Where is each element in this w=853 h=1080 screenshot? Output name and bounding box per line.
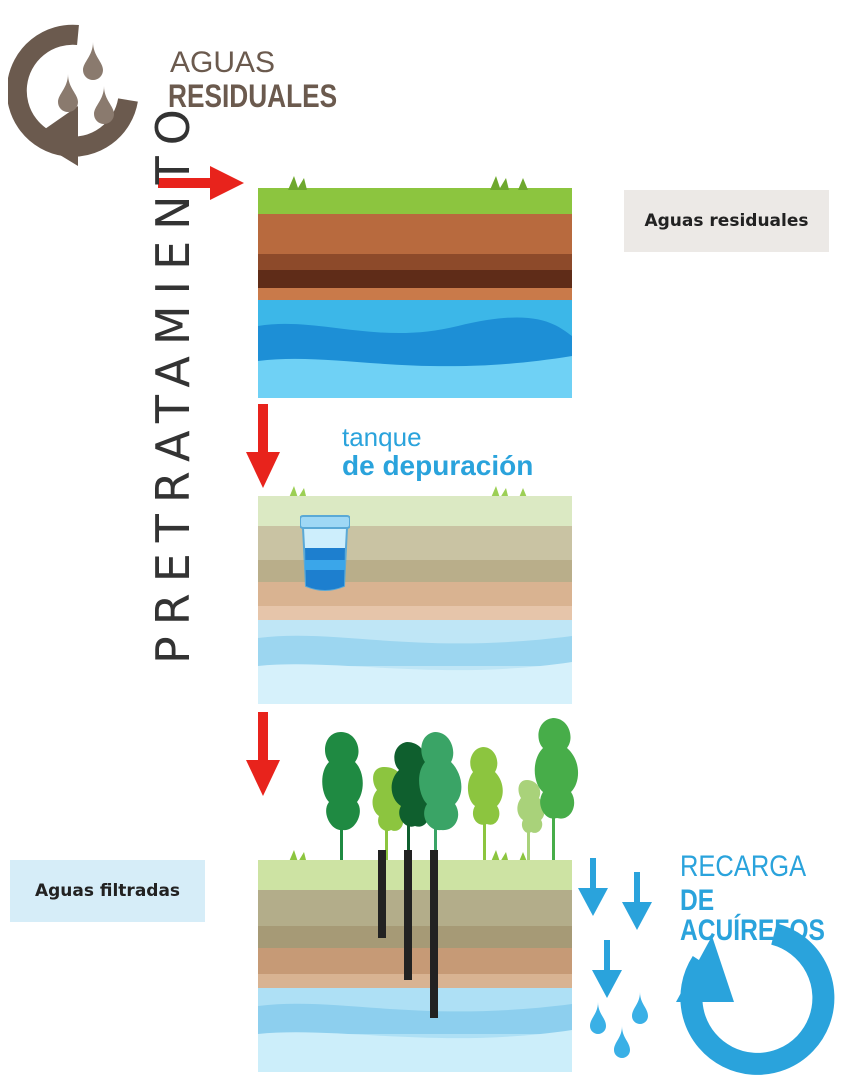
vertical-label-pretratamiento: PRETRATAMIENTO: [146, 98, 200, 664]
red-arrow-icon: [246, 404, 280, 488]
label-aguas-filtradas: Aguas filtradas: [10, 860, 205, 922]
tree-icon: [322, 732, 363, 862]
header-title-line2: RESIDUALES: [168, 78, 338, 114]
water-drops-icon: [590, 992, 648, 1058]
soil-panel-bottom: [258, 850, 572, 1072]
red-arrow-icon: [158, 166, 244, 200]
recharge-label-line1: RECARGA: [680, 850, 807, 883]
tank-label-line2: de depuración: [342, 450, 534, 481]
soil-panel-top: [258, 176, 572, 398]
blue-arrows-icon: [578, 858, 652, 998]
tank-icon: [300, 515, 350, 591]
header-title-line1: AGUAS: [170, 46, 276, 79]
tank-label-line1: tanque: [342, 422, 422, 452]
recharge-cycle-icon: [676, 923, 835, 1075]
trees-group: [322, 718, 579, 862]
recycle-drops-icon: [8, 24, 138, 166]
red-arrow-icon: [246, 712, 280, 796]
label-aguas-residuales: Aguas residuales: [624, 190, 829, 252]
